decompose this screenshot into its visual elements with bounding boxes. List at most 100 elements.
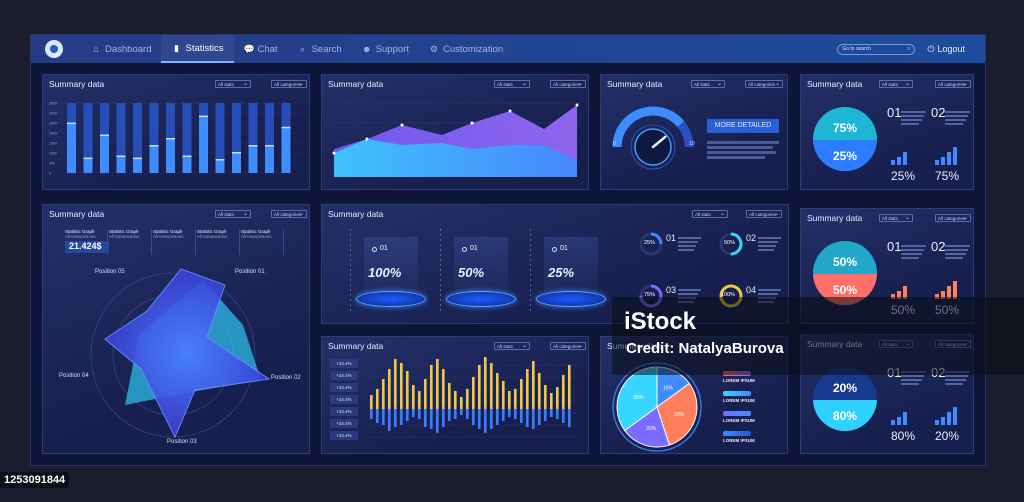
bar-cap xyxy=(215,159,225,161)
nav-item-search[interactable]: ⌕Search xyxy=(288,35,352,63)
bar-background xyxy=(133,103,142,173)
bar-positive xyxy=(544,385,547,409)
mini-bar xyxy=(935,420,939,425)
panel-title: Summary data xyxy=(607,79,663,89)
progress-index: 01 xyxy=(470,245,478,252)
nav-item-support[interactable]: ☻Support xyxy=(352,35,419,63)
nav-item-label: Chat xyxy=(257,43,278,55)
mini-bar xyxy=(953,147,957,165)
bar xyxy=(265,145,274,173)
gauge-description-text xyxy=(707,139,779,161)
gauge-max-label: 10 xyxy=(689,141,695,147)
categories-dropdown[interactable]: All categories xyxy=(745,80,783,88)
bar-positive xyxy=(514,389,517,409)
mini-bar xyxy=(947,412,951,425)
nav-item-label: Support xyxy=(375,43,409,55)
donut-index: 02 xyxy=(746,233,757,243)
avatar[interactable] xyxy=(45,40,63,58)
bar-background xyxy=(83,103,93,173)
bar-positive xyxy=(532,361,535,409)
more-detailed-button[interactable]: MORE DETAILED xyxy=(707,119,779,133)
nav-item-customization[interactable]: ⚙Customization xyxy=(419,35,513,63)
categories-dropdown[interactable]: All categories xyxy=(550,342,586,350)
bar-negative xyxy=(514,409,517,419)
statistic-label: Statistic Graph xyxy=(109,229,139,234)
bar-positive xyxy=(466,389,469,409)
bar-positive xyxy=(424,379,427,409)
bar xyxy=(166,138,175,173)
stats-dropdown[interactable]: All stats xyxy=(879,214,913,222)
home-icon: ⌂ xyxy=(93,44,99,54)
panel-title: Summary data xyxy=(328,209,384,219)
radar-label-position-05: Position 05 xyxy=(95,269,125,275)
stats-dropdown[interactable]: All stats xyxy=(494,342,530,350)
donut-label: 75% xyxy=(644,292,656,298)
mini-bar xyxy=(903,152,907,165)
nav-item-statistics[interactable]: ▮Statistics xyxy=(161,35,234,63)
istock-logo: iStock xyxy=(624,308,697,335)
nav-item-chat[interactable]: 💬Chat xyxy=(234,35,288,63)
statistic-sub: All transactions xyxy=(109,234,140,239)
bar-background xyxy=(215,103,225,173)
y-tick-label: 3000 xyxy=(49,112,57,116)
categories-dropdown[interactable]: All categories xyxy=(271,210,307,218)
mini-bar xyxy=(897,417,901,425)
bar-cap xyxy=(265,145,274,147)
stat-index-02: 02 xyxy=(931,239,946,254)
legend-label: LOREM IPSUM xyxy=(723,378,755,383)
amount-value: 21.424$ xyxy=(69,241,102,251)
gauge-min-label: 0 xyxy=(613,141,616,147)
bar-cap xyxy=(83,157,93,160)
bar-negative xyxy=(400,409,403,425)
panel-title: Summary data xyxy=(328,79,384,89)
nav-menu: ⌂Dashboard▮Statistics💬Chat⌕Search☻Suppor… xyxy=(81,35,513,63)
bar xyxy=(199,115,208,173)
statistic-sub: All transactions xyxy=(153,234,184,239)
bar-positive xyxy=(442,369,445,409)
categories-dropdown[interactable]: All categories xyxy=(550,80,586,88)
stats-dropdown[interactable]: All stats xyxy=(494,80,530,88)
categories-dropdown[interactable]: All categories xyxy=(271,80,307,88)
categories-dropdown[interactable]: All categories xyxy=(935,214,971,222)
bar-negative xyxy=(454,409,457,419)
mini-bar-percent: 20% xyxy=(935,429,960,443)
search-input[interactable]: Go to search ⌕ xyxy=(837,43,916,55)
stat-index-01: 01 xyxy=(887,105,902,120)
categories-dropdown[interactable]: All categories xyxy=(935,80,971,88)
stats-dropdown[interactable]: All stats xyxy=(215,210,251,218)
growth-tag: +34.4% xyxy=(330,407,358,416)
bar-background xyxy=(149,103,159,173)
bar-negative xyxy=(466,409,469,419)
nav-item-dashboard[interactable]: ⌂Dashboard xyxy=(81,35,161,63)
circle-bottom-value: 50% xyxy=(833,283,858,297)
stats-dropdown[interactable]: All stats xyxy=(879,80,913,88)
bar-negative xyxy=(526,409,529,427)
mini-bar-group xyxy=(891,277,921,299)
radar-label-position-03: Position 03 xyxy=(167,439,197,445)
progress-index: 01 xyxy=(380,245,388,252)
mini-bar-group xyxy=(891,403,921,425)
statistic-sub: All transactions xyxy=(65,234,96,239)
search-placeholder: Go to search xyxy=(842,46,871,52)
bar-negative xyxy=(502,409,505,421)
stats-dropdown[interactable]: All stats xyxy=(692,210,728,218)
bar-positive xyxy=(388,369,391,409)
stats-dropdown[interactable]: All stats xyxy=(215,80,251,88)
pie-slice-label: 35% xyxy=(633,395,644,401)
bar-positive xyxy=(460,397,463,409)
bar-background xyxy=(248,103,258,173)
bar-background xyxy=(265,103,274,173)
bar-positive xyxy=(562,375,565,409)
lorem-text-2 xyxy=(945,109,973,127)
bar-cap xyxy=(281,126,291,129)
categories-dropdown[interactable]: All categories xyxy=(746,210,782,218)
bar-positive xyxy=(520,379,523,409)
mini-bar xyxy=(935,160,939,165)
stats-dropdown[interactable]: All stats xyxy=(691,80,725,88)
bar-negative xyxy=(520,409,523,423)
panel-title: Summary data xyxy=(49,79,105,89)
bar-negative xyxy=(550,409,553,417)
logout-button[interactable]: ⏻ Logout xyxy=(927,44,965,55)
